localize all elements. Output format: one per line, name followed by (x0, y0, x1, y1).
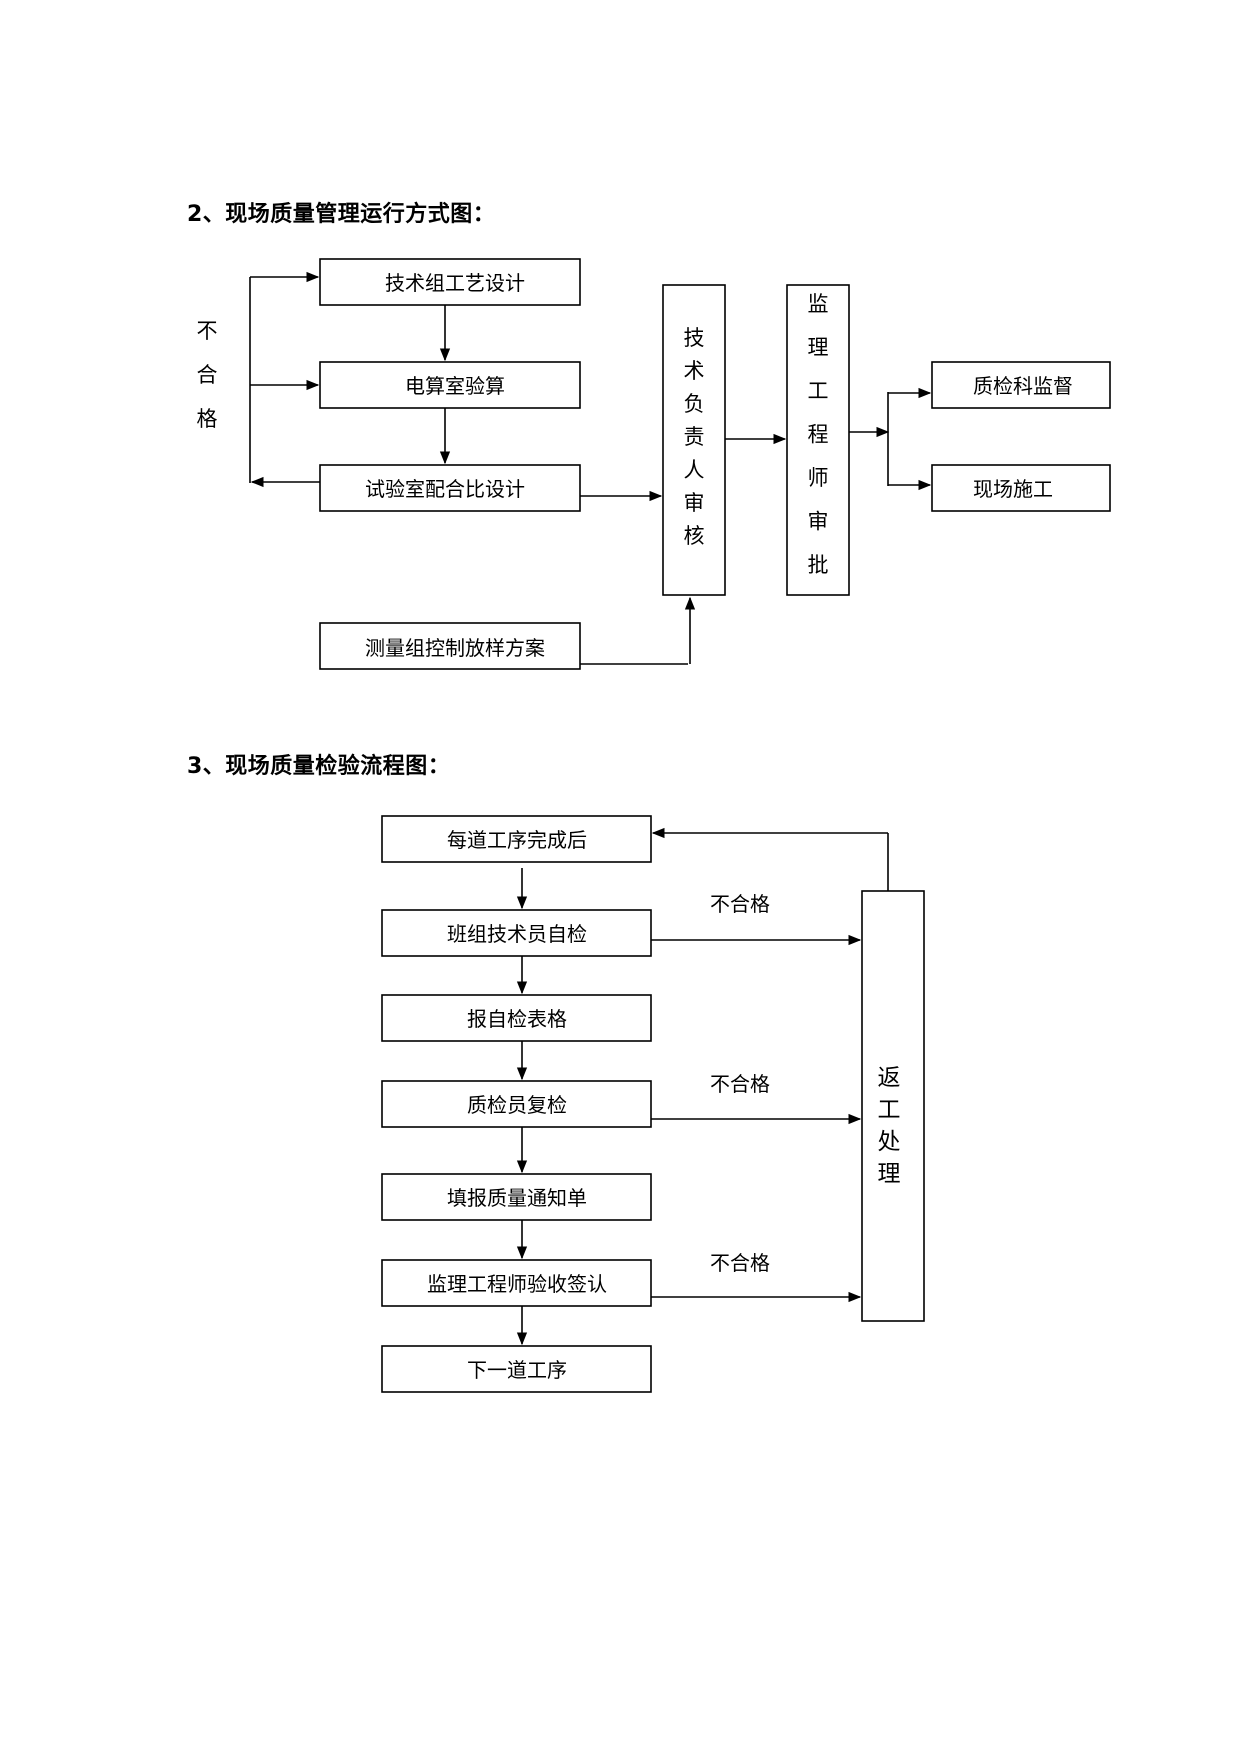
vertical-label: 监理工程师审批 (808, 292, 829, 577)
box-rework-text: 返工处理 (878, 1065, 901, 1187)
fail-label-vertical-text: 不合格 (197, 319, 218, 431)
step-7: 下一道工序 (381, 1345, 652, 1393)
section3-heading: 3、现场质量检验流程图： (187, 754, 451, 779)
section2-heading: 2、现场质量管理运行方式图： (187, 202, 496, 227)
svg-text:监理工程师验收签认: 监理工程师验收签认 (427, 1272, 607, 1296)
svg-text:电算室验算: 电算室验算 (405, 374, 505, 398)
svg-text:质检科监督: 质检科监督 (973, 374, 1073, 398)
step-5: 填报质量通知单 (381, 1173, 652, 1221)
fail-label-vertical: 不合格 (197, 319, 218, 431)
step-6: 监理工程师验收签认 (381, 1259, 652, 1307)
step-4: 质检员复检 (381, 1080, 652, 1128)
box-site-construct: 现场施工 (931, 464, 1111, 512)
svg-text:测量组控制放样方案: 测量组控制放样方案 (365, 636, 545, 660)
step-1: 每道工序完成后 (381, 815, 652, 863)
vertical-label: 技术负责人审核 (684, 326, 705, 548)
svg-text:填报质量通知单: 填报质量通知单 (447, 1186, 587, 1210)
fail-label-1: 不合格 (710, 892, 770, 916)
svg-text:技术组工艺设计: 技术组工艺设计 (385, 271, 525, 295)
box-supervisor-approve-text: 监理工程师审批 (808, 292, 829, 577)
svg-text:每道工序完成后: 每道工序完成后 (447, 828, 587, 852)
chart3: 每道工序完成后 班组技术员自检 报自检表格 质检员复检 填报质量通知单 监理工程… (381, 815, 925, 1393)
svg-text:班组技术员自检: 班组技术员自检 (447, 922, 587, 946)
box-rework: 返工处理 (861, 890, 925, 1322)
box-qc-supervise: 质检科监督 (931, 361, 1111, 409)
box-tech-review: 技术负责人审核 (662, 284, 726, 596)
fail-label-3: 不合格 (710, 1251, 770, 1275)
box-tech-design: 技术组工艺设计 (319, 258, 581, 306)
svg-text:质检员复检: 质检员复检 (467, 1093, 567, 1117)
chart2: 技术组工艺设计 电算室验算 试验室配合比设计 测量组控制放样方案 质检科监督 现… (197, 258, 1111, 670)
svg-text:试验室配合比设计: 试验室配合比设计 (365, 477, 525, 501)
step-3: 报自检表格 (381, 994, 652, 1042)
vertical-label: 不合格 (197, 319, 218, 431)
svg-text:现场施工: 现场施工 (973, 477, 1053, 501)
box-survey-plan: 测量组控制放样方案 (319, 622, 581, 670)
box-tech-review-text: 技术负责人审核 (684, 326, 705, 548)
step-2: 班组技术员自检 (381, 909, 652, 957)
box-supervisor-approve: 监理工程师审批 (786, 284, 850, 596)
fail-label-2: 不合格 (710, 1072, 770, 1096)
box-lab-mix: 试验室配合比设计 (319, 464, 581, 512)
svg-text:下一道工序: 下一道工序 (467, 1358, 567, 1382)
vertical-label: 返工处理 (878, 1065, 901, 1187)
svg-text:报自检表格: 报自检表格 (467, 1007, 567, 1031)
box-calc-room: 电算室验算 (319, 361, 581, 409)
